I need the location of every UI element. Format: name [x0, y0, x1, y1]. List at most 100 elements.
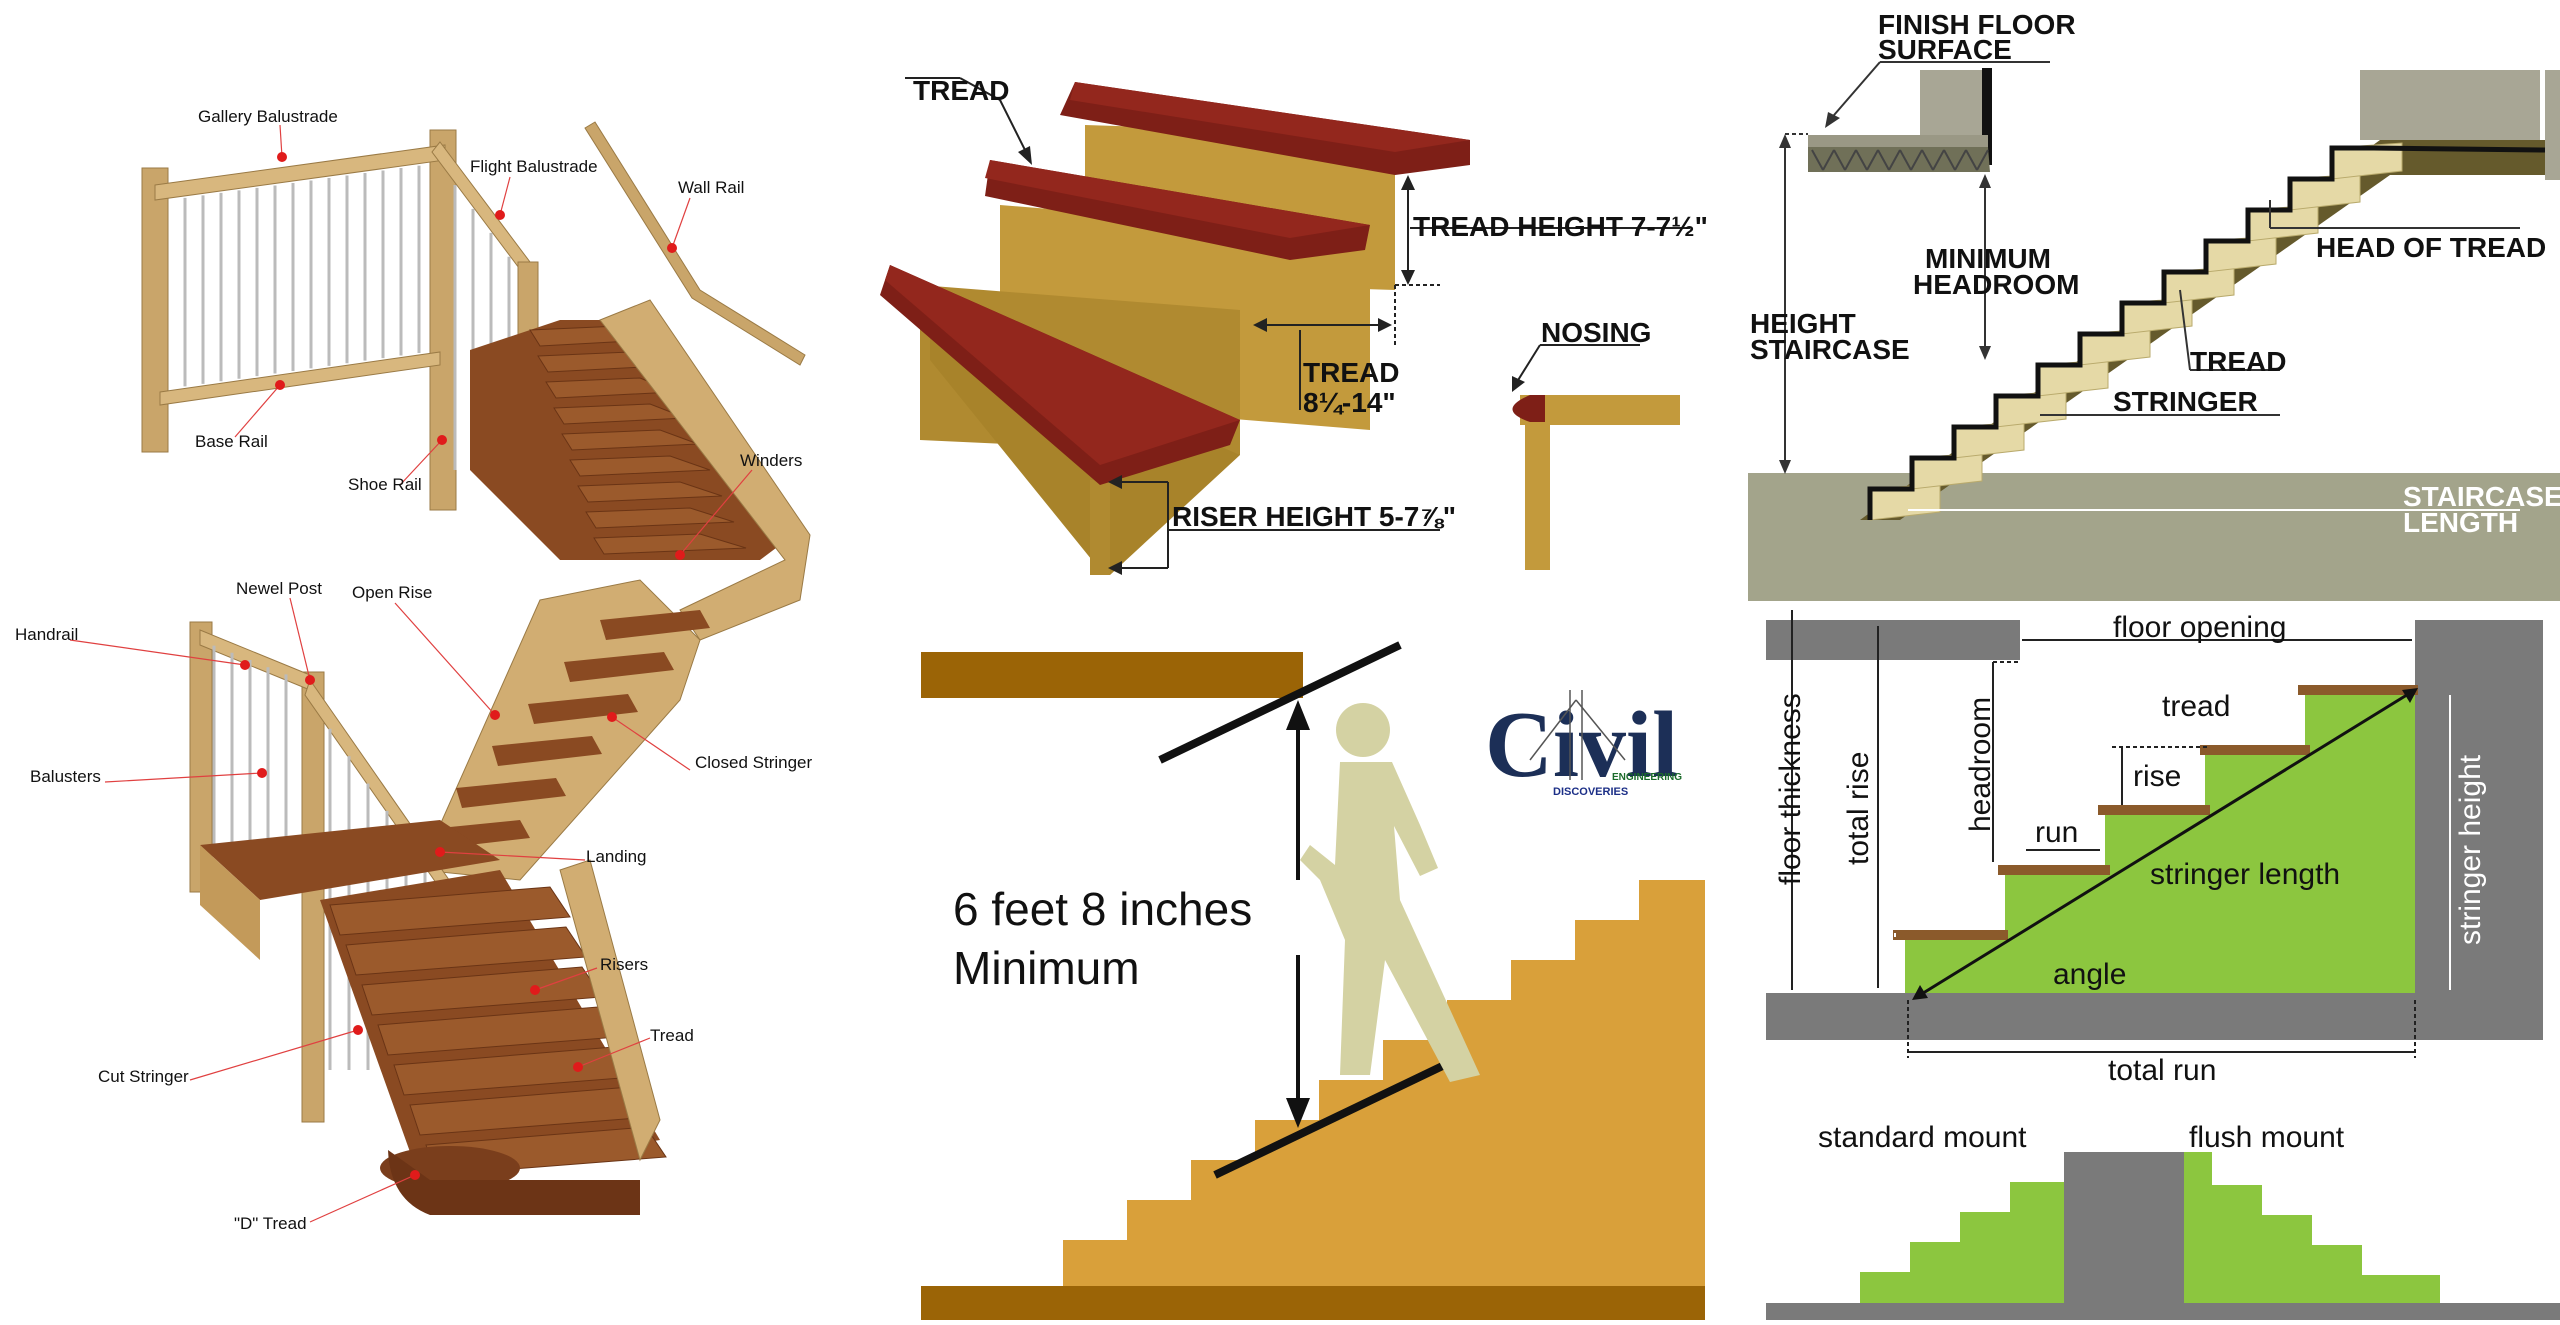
- civil-engineering-logo: Civil ENGINEERING DISCOVERIES: [1485, 690, 1682, 798]
- label-stringer-length: stringer length: [2150, 858, 2340, 891]
- truss-web: [1822, 149, 1835, 171]
- logo-sub-2: DISCOVERIES: [1553, 786, 1628, 798]
- label-tread-depth-2: 8¼-14": [1303, 387, 1396, 418]
- label-stringer: STRINGER: [2113, 386, 2258, 417]
- truss-web: [1910, 149, 1923, 171]
- truss-web: [1888, 149, 1901, 171]
- open-step: [600, 610, 710, 640]
- label-tread-depth-1: TREAD: [1303, 357, 1399, 388]
- leader-line: [234, 384, 281, 438]
- label-headroom-minimum: Minimum: [953, 942, 1140, 994]
- tread-board: [1893, 930, 2008, 940]
- marker-dot: [410, 1170, 420, 1180]
- truss-web: [1855, 149, 1868, 171]
- marker-dot: [667, 243, 677, 253]
- open-step: [456, 778, 566, 808]
- label-total-rise: total rise: [1842, 752, 1875, 865]
- winder-step: [577, 481, 723, 503]
- marker-dot: [607, 712, 617, 722]
- panel-headroom-minimum: 6 feet 8 inches Minimum: [921, 641, 1705, 1320]
- label-cut-stringer: Cut Stringer: [98, 1067, 189, 1086]
- marker-dot: [437, 435, 447, 445]
- label-tread-p3: TREAD: [2190, 346, 2286, 377]
- middle-flight: [419, 579, 710, 881]
- label-tread-top: TREAD: [913, 75, 1009, 106]
- label-floor-opening: floor opening: [2113, 611, 2286, 644]
- truss-web: [1943, 149, 1956, 171]
- label-min-headroom-1: MINIMUM: [1925, 243, 2051, 274]
- leader-line: [499, 176, 511, 216]
- open-step: [528, 694, 638, 724]
- label-staircase-length-1: STAIRCASE: [2403, 481, 2560, 512]
- label-standard-mount: standard mount: [1818, 1121, 2027, 1154]
- label-finish-floor-1: FINISH FLOOR: [1878, 9, 2076, 40]
- upper-flight: [470, 299, 811, 641]
- label-open-rise: Open Rise: [352, 583, 432, 602]
- tread-board: [2298, 685, 2418, 695]
- label-nosing: NOSING: [1541, 317, 1651, 348]
- marker-dot: [495, 210, 505, 220]
- label-height-staircase-2: STAIRCASE: [1750, 334, 1910, 365]
- label-run: run: [2035, 816, 2078, 849]
- marker-dot: [573, 1062, 583, 1072]
- truss-web: [1811, 149, 1824, 171]
- label-stringer-height: stringer height: [2454, 754, 2487, 945]
- label-gallery-balustrade: Gallery Balustrade: [198, 107, 338, 126]
- label-min-headroom-2: HEADROOM: [1913, 269, 2079, 300]
- tread-boards: [880, 82, 1470, 485]
- truss-web: [1833, 149, 1846, 171]
- label-d-tread: "D" Tread: [234, 1214, 307, 1233]
- nosing-detail: NOSING: [1512, 317, 1680, 570]
- label-risers: Risers: [600, 955, 648, 974]
- truss-web: [1965, 149, 1978, 171]
- panel-tread-riser-dimensions: TREAD TREAD HEIGHT 7-7½" TREAD 8¼-14" RI…: [880, 75, 1708, 575]
- label-landing: Landing: [586, 847, 647, 866]
- marker-dot: [240, 660, 250, 670]
- label-floor-thickness: floor thickness: [1774, 693, 1807, 885]
- step: [329, 886, 571, 936]
- open-step: [492, 736, 602, 766]
- leader-line: [309, 1174, 416, 1223]
- truss-web: [1976, 149, 1989, 171]
- panel-headroom-staircase: FINISH FLOOR SURFACE MINIMUM HEADROOM HE…: [1748, 9, 2560, 601]
- label-tread-p5: tread: [2162, 690, 2230, 723]
- lower-flight: [320, 859, 667, 1180]
- label-head-of-tread: HEAD OF TREAD: [2316, 232, 2546, 263]
- label-base-rail: Base Rail: [195, 432, 268, 451]
- label-balusters: Balusters: [30, 767, 101, 786]
- label-height-staircase-1: HEIGHT: [1750, 308, 1856, 339]
- tread-board: [2200, 745, 2310, 755]
- gallery-balustrade-drawing: [141, 129, 457, 511]
- label-tread-height: TREAD HEIGHT 7-7½": [1413, 211, 1708, 242]
- label-headroom-feet: 6 feet 8 inches: [953, 883, 1252, 935]
- marker-dot: [275, 380, 285, 390]
- leader-line: [679, 469, 753, 556]
- label-flush-mount: flush mount: [2189, 1121, 2345, 1154]
- truss-web: [1921, 149, 1934, 171]
- panel-staircase-anatomy: Gallery Balustrade Flight Balustrade Wal…: [15, 107, 813, 1233]
- tread-board: [1998, 865, 2110, 875]
- open-step: [564, 652, 674, 682]
- label-headroom-p5: headroom: [1964, 697, 1997, 832]
- marker-dot: [530, 985, 540, 995]
- label-handrail: Handrail: [15, 625, 78, 644]
- label-flight-balustrade: Flight Balustrade: [470, 157, 598, 176]
- marker-dot: [490, 710, 500, 720]
- label-total-run: total run: [2108, 1054, 2216, 1087]
- leader-line: [279, 124, 283, 158]
- leader-line: [69, 639, 246, 666]
- leader-line: [534, 967, 598, 991]
- label-newel-post: Newel Post: [236, 579, 322, 598]
- leader-line: [289, 597, 311, 681]
- marker-dot: [435, 847, 445, 857]
- truss-web: [1866, 149, 1879, 171]
- label-angle: angle: [2053, 958, 2126, 991]
- truss-web: [1899, 149, 1912, 171]
- label-riser-height: RISER HEIGHT 5-7⅞": [1172, 501, 1456, 532]
- marker-dot: [305, 675, 315, 685]
- truss-web: [1932, 149, 1945, 171]
- label-rise: rise: [2133, 760, 2181, 793]
- label-closed-stringer: Closed Stringer: [695, 753, 813, 772]
